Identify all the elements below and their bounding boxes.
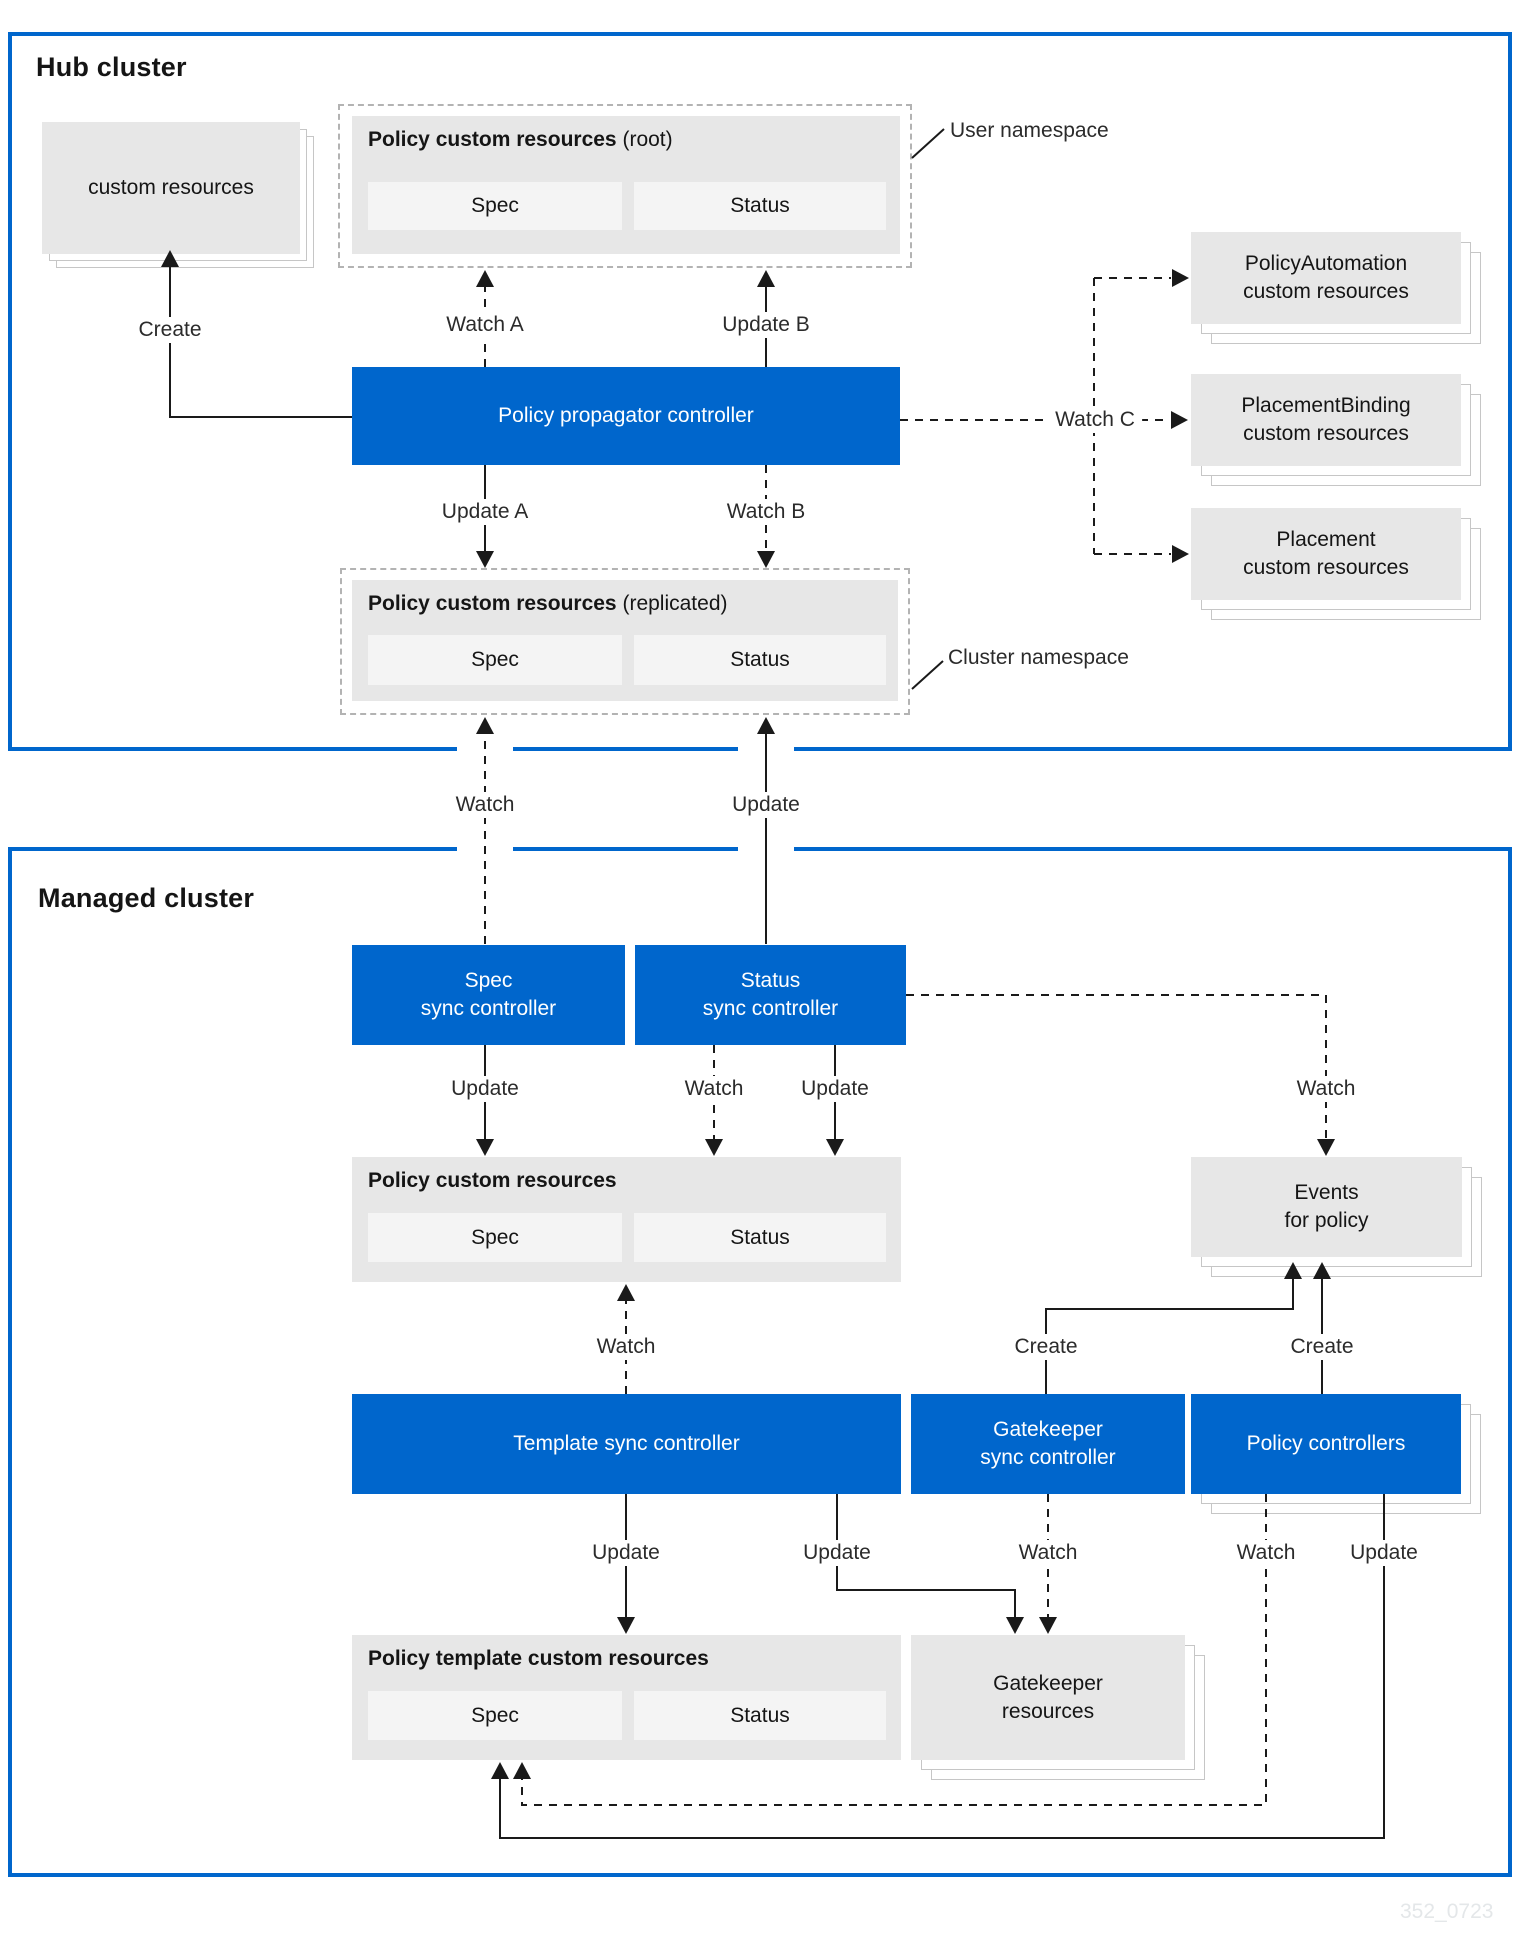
policy-cr-replicated-qualifier: (replicated) xyxy=(622,592,728,615)
template-watch-label: Watch xyxy=(589,1334,663,1360)
gatekeeper-watch-label: Watch xyxy=(1011,1540,1085,1566)
placement-box: Placement custom resources xyxy=(1191,508,1461,600)
watch-c-arrowhead xyxy=(1171,411,1188,429)
status-watch-arrowhead xyxy=(705,1139,723,1156)
policy-cr-managed-title: Policy custom resources xyxy=(368,1169,617,1192)
policy-propagator-controller: Policy propagator controller xyxy=(352,367,900,465)
template-update2-label: Update xyxy=(796,1540,878,1566)
events-for-policy-box: Events for policy xyxy=(1191,1157,1462,1257)
gatekeeper-watch-arrowhead xyxy=(1039,1617,1057,1634)
gatekeeper-create-label: Create xyxy=(1007,1334,1085,1360)
status-update-arrowhead xyxy=(826,1139,844,1156)
template-update-label: Update xyxy=(585,1540,667,1566)
template-sync-controller: Template sync controller xyxy=(352,1394,901,1494)
custom-resources-label: custom resources xyxy=(88,176,254,199)
status-sync-controller: Status sync controller xyxy=(635,945,906,1045)
hub-cluster-title: Hub cluster xyxy=(36,52,187,82)
policy-cr-managed-status: Status xyxy=(634,1213,886,1262)
policy-cr-root-spec: Spec xyxy=(368,182,622,230)
update-b-arrowhead xyxy=(757,270,775,287)
watch-a-label: Watch A xyxy=(439,312,531,338)
template-update2-arrowhead xyxy=(1006,1617,1024,1634)
spec-sync-controller: Spec sync controller xyxy=(352,945,625,1045)
status-update-label: Update xyxy=(794,1076,876,1102)
policy-automation-box: PolicyAutomation custom resources xyxy=(1191,232,1461,324)
policy-cr-root-qualifier: (root) xyxy=(622,128,673,151)
update-b-label: Update B xyxy=(715,312,817,338)
controllers-create-arrowhead xyxy=(1313,1262,1331,1279)
controllers-update-arrowhead xyxy=(491,1762,509,1779)
policy-template-cr-box: Policy template custom resources Spec St… xyxy=(352,1635,901,1760)
watch-c-label: Watch C xyxy=(1048,407,1142,433)
user-namespace-pointer xyxy=(911,128,945,159)
gatekeeper-create-arrowhead xyxy=(1284,1262,1302,1279)
watch-b-arrowhead xyxy=(757,551,775,568)
policy-cr-root-title: Policy custom resources xyxy=(368,128,617,151)
controllers-update-label: Update xyxy=(1343,1540,1425,1566)
bridge-update-label: Update xyxy=(725,792,807,818)
gatekeeper-sync-controller: Gatekeeper sync controller xyxy=(911,1394,1185,1494)
gatekeeper-resources-box: Gatekeeper resources xyxy=(911,1635,1185,1760)
policy-cr-replicated-spec: Spec xyxy=(368,635,622,685)
policy-cr-root-status: Status xyxy=(634,182,886,230)
create-label: Create xyxy=(131,317,209,343)
controllers-watch-line xyxy=(521,1494,1267,1806)
status-events-watch-arrowhead xyxy=(1317,1139,1335,1156)
policy-controllers-box: Policy controllers xyxy=(1191,1394,1461,1494)
spec-update-arrowhead xyxy=(476,1139,494,1156)
placement-binding-box: PlacementBinding custom resources xyxy=(1191,374,1461,466)
template-update-arrowhead xyxy=(617,1617,635,1634)
user-namespace-label: User namespace xyxy=(950,119,1109,142)
custom-resources-box: custom resources xyxy=(42,122,300,254)
policy-template-cr-title: Policy template custom resources xyxy=(368,1647,709,1670)
watch-b-label: Watch B xyxy=(719,499,813,525)
update-a-label: Update A xyxy=(434,499,536,525)
managed-cluster-title: Managed cluster xyxy=(38,883,255,913)
controllers-watch-label: Watch xyxy=(1229,1540,1303,1566)
status-events-watch-line xyxy=(906,994,1327,1139)
update-a-arrowhead xyxy=(476,551,494,568)
spec-update-label: Update xyxy=(444,1076,526,1102)
cluster-namespace-label: Cluster namespace xyxy=(948,646,1129,669)
bridge-watch-label: Watch xyxy=(448,792,522,818)
policy-cr-replicated-title: Policy custom resources xyxy=(368,592,617,615)
border-gap xyxy=(457,743,513,756)
controllers-update-line xyxy=(499,1494,1385,1839)
template-watch-arrowhead xyxy=(617,1284,635,1301)
policy-cr-replicated-status: Status xyxy=(634,635,886,685)
cluster-namespace-pointer xyxy=(911,660,944,690)
watch-c-automation-arrowhead xyxy=(1172,269,1189,287)
events-watch-label: Watch xyxy=(1289,1076,1363,1102)
policy-cr-replicated-box: Policy custom resources (replicated) Spe… xyxy=(352,580,898,701)
bridge-watch-arrowhead xyxy=(476,717,494,734)
watch-c-placement-arrowhead xyxy=(1172,545,1189,563)
watch-a-arrowhead xyxy=(476,270,494,287)
create-line xyxy=(169,266,352,418)
watermark: 352_0723 xyxy=(1400,1900,1494,1923)
policy-cr-root-box: Policy custom resources (root) Spec Stat… xyxy=(352,116,900,254)
policy-template-cr-spec: Spec xyxy=(368,1691,622,1740)
controllers-watch-arrowhead xyxy=(513,1762,531,1779)
create-arrowhead xyxy=(161,250,179,267)
controllers-create-label: Create xyxy=(1283,1334,1361,1360)
bridge-update-arrowhead xyxy=(757,717,775,734)
status-watch-label: Watch xyxy=(677,1076,751,1102)
policy-template-cr-status: Status xyxy=(634,1691,886,1740)
policy-cr-managed-box: Policy custom resources Spec Status xyxy=(352,1157,901,1282)
policy-cr-managed-spec: Spec xyxy=(368,1213,622,1262)
